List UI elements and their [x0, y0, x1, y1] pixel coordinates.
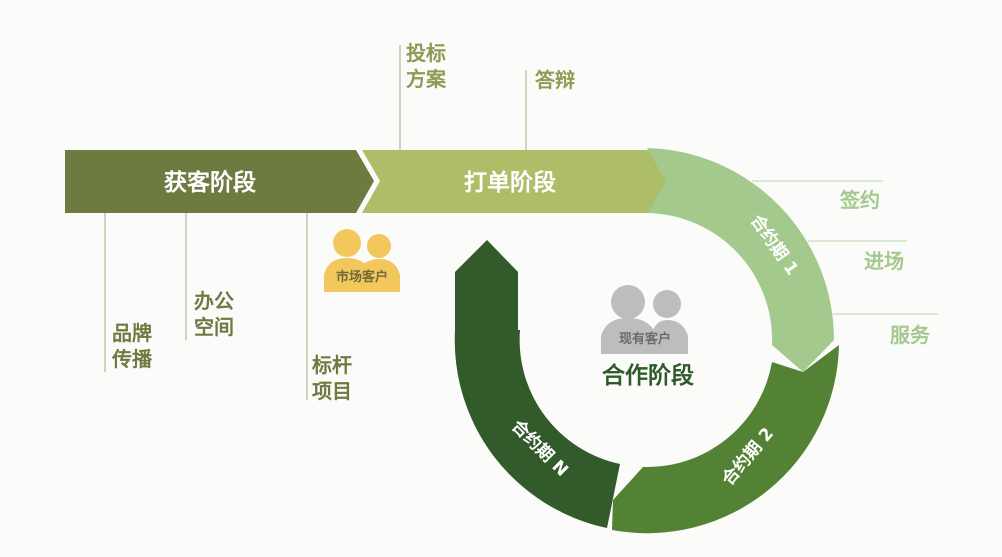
stage-bid-label: 打单阶段: [464, 169, 556, 196]
proposal-label: 投标: [406, 41, 446, 65]
office-label-2: 空间: [194, 315, 234, 339]
existing-customers-label: 现有客户: [619, 331, 671, 347]
benchmark-label-2: 项目: [312, 379, 352, 403]
ring-segment-period-1: [647, 148, 834, 372]
stage-bid-banner: [362, 150, 666, 213]
market-customers-label: 市场客户: [336, 269, 388, 285]
stage-acquire-banner: [65, 150, 374, 213]
proposal-label-2: 方案: [406, 67, 447, 91]
chevron-up-icon: [455, 240, 518, 302]
benchmark-label: 标杆: [312, 353, 352, 377]
existing-customers-icon: [601, 285, 688, 354]
brand-label-2: 传播: [111, 347, 153, 371]
office-label: 办公: [194, 289, 234, 313]
ring-segment-period-2: [612, 345, 839, 534]
cooperation-stage-title: 合作阶段: [602, 362, 694, 389]
enter-label: 进场: [864, 249, 904, 273]
ring-segment-period-n: [454, 330, 620, 528]
brand-label: 品牌: [112, 321, 152, 345]
connector-lines: [104, 45, 527, 400]
stage-acquire-label: 获客阶段: [164, 169, 256, 196]
sign-label: 签约: [839, 188, 880, 212]
defense-label: 答辩: [535, 68, 575, 92]
service-label: 服务: [890, 323, 931, 347]
market-customers-icon: [324, 229, 400, 292]
